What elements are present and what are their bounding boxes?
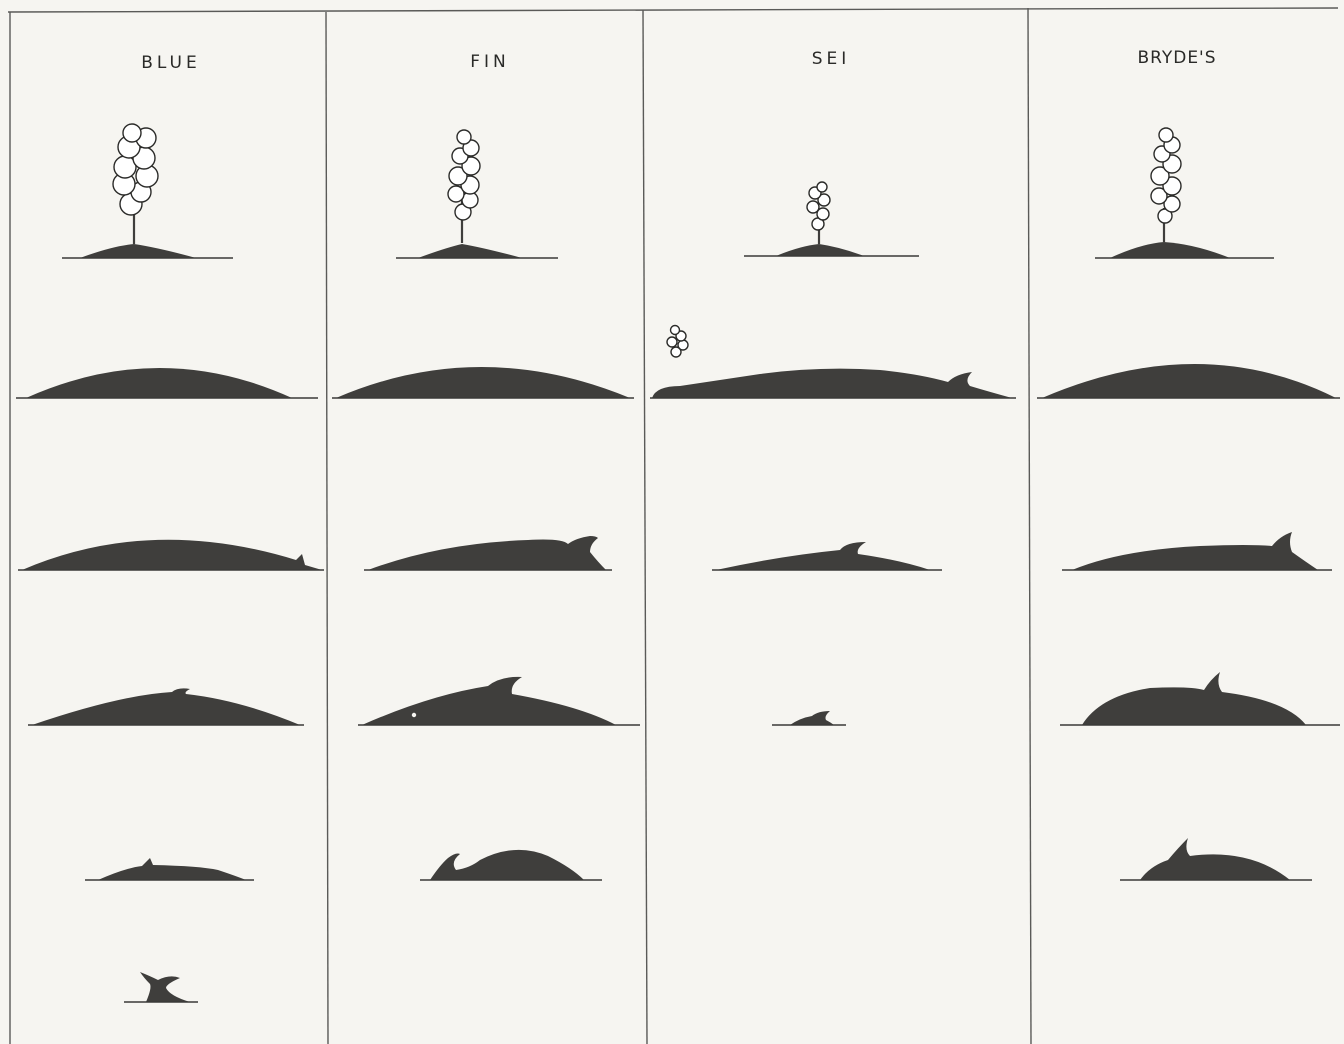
column-frame <box>8 8 1338 1044</box>
blue-back-stage <box>16 368 318 398</box>
fin-column <box>332 130 640 880</box>
sei-blowhole-hump <box>776 244 864 256</box>
brydes-dorsal-stage <box>1062 532 1332 570</box>
fin-arch-speck <box>412 713 416 717</box>
blue-blow-stage <box>62 124 233 258</box>
sei-blow-stage <box>744 182 919 256</box>
column-title-blue: BLUE <box>141 53 200 73</box>
fin-blow-stage <box>396 130 558 258</box>
fin-arch-stage <box>358 677 640 725</box>
blue-blow-plume <box>113 124 158 215</box>
blue-blowhole-hump <box>80 244 196 258</box>
sei-column <box>650 182 1016 725</box>
fin-blowhole-hump <box>418 244 522 258</box>
brydes-blow-stage <box>1095 128 1274 258</box>
column-title-fin: FIN <box>470 52 510 72</box>
blue-dive-stage <box>85 858 254 880</box>
sei-fin-only-stage <box>772 711 846 725</box>
sei-back-stage <box>650 326 1016 399</box>
sei-drifting-blow <box>667 326 688 358</box>
blue-arch-stage <box>28 688 304 725</box>
fin-blow-plume <box>448 130 480 220</box>
brydes-back-stage <box>1037 364 1340 398</box>
brydes-arch-stage <box>1060 672 1340 725</box>
blue-dorsal-stage <box>18 540 324 570</box>
blue-fluke-stage <box>124 972 198 1002</box>
fin-dive-stage <box>420 850 602 880</box>
brydes-dive-stage <box>1120 838 1312 880</box>
sei-blow-plume <box>807 182 830 230</box>
column-title-sei: SEI <box>812 49 851 69</box>
fin-back-stage <box>332 367 634 398</box>
sei-dorsal-stage <box>712 542 942 570</box>
column-title-brydes: BRYDE'S <box>1137 48 1216 68</box>
fin-dorsal-stage <box>364 536 612 570</box>
blue-column <box>16 124 324 1002</box>
brydes-blow-plume <box>1151 128 1181 223</box>
brydes-column <box>1037 128 1340 880</box>
brydes-blowhole-hump <box>1110 242 1230 258</box>
